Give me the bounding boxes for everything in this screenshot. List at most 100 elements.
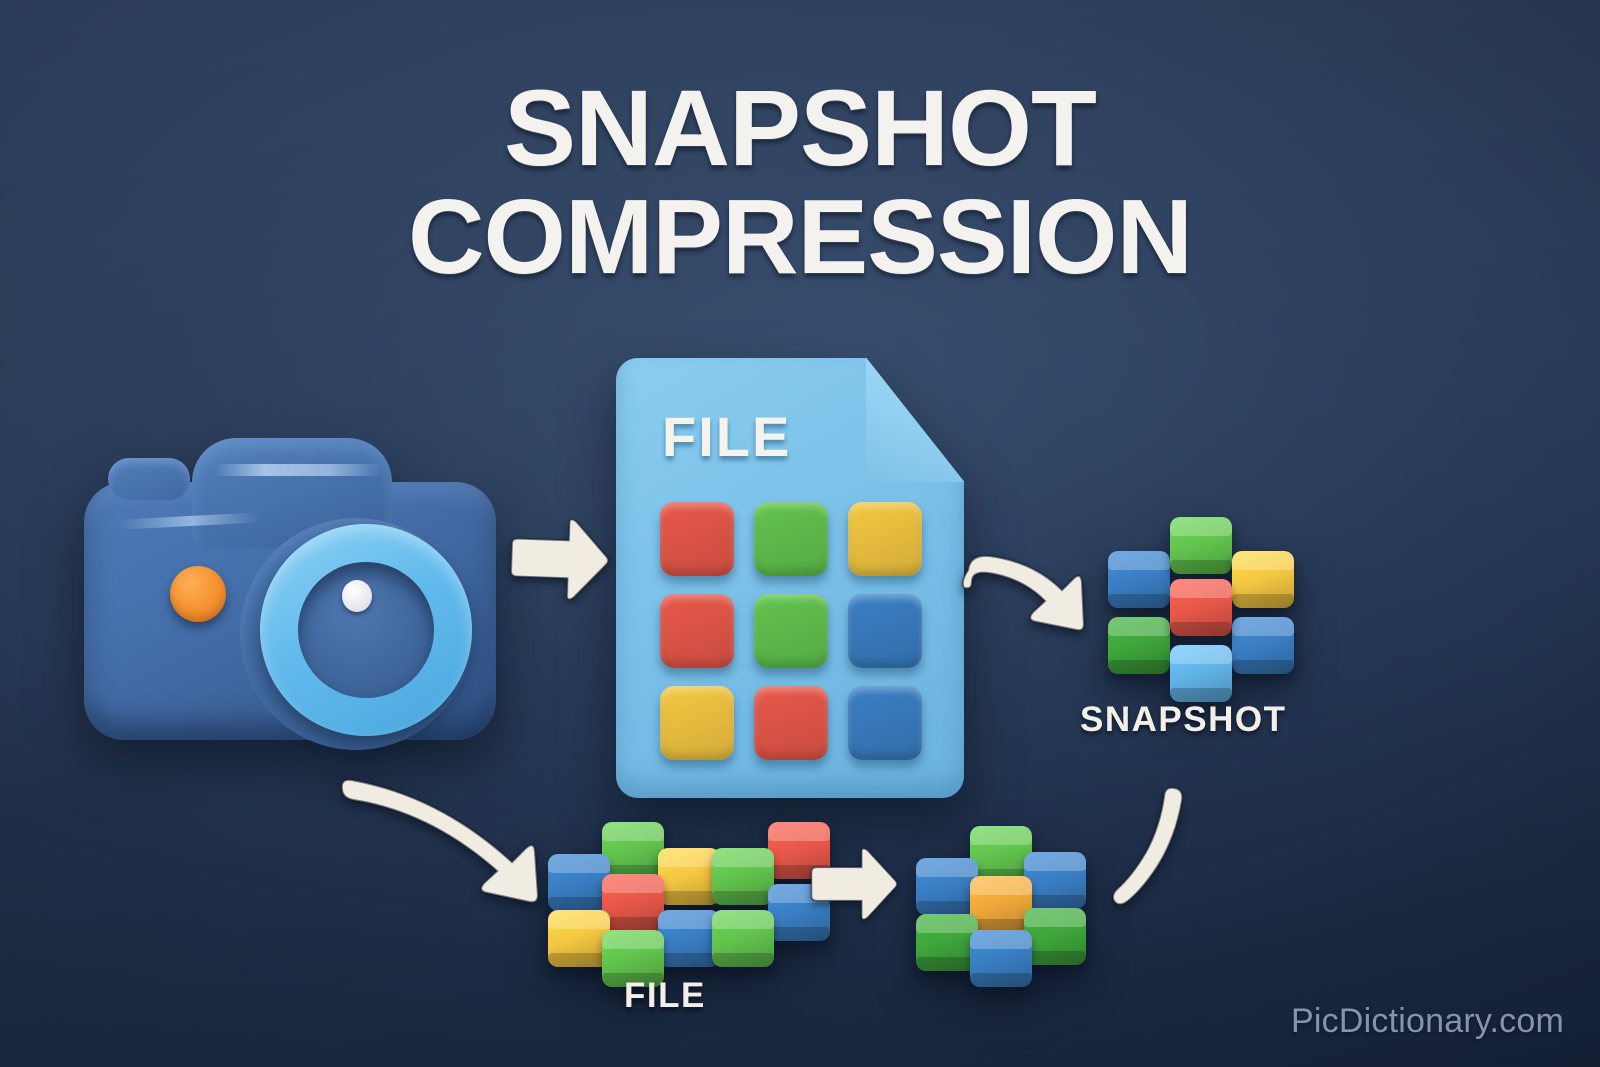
- cube-top-face: [1170, 579, 1232, 599]
- cube-side-face: [1170, 560, 1232, 574]
- cube-top-face: [602, 874, 664, 894]
- cube-block: [1170, 579, 1232, 636]
- file-document-label: FILE: [662, 405, 792, 468]
- cube-block: [970, 930, 1032, 987]
- cube-block: [768, 884, 830, 941]
- cube-side-face: [916, 901, 978, 915]
- file-grid-cell: [848, 686, 922, 760]
- title-line-2: COMPRESSION: [407, 178, 1193, 297]
- cube-top-face: [1024, 852, 1086, 872]
- cube-top-face: [1232, 617, 1294, 637]
- cube-block: [658, 848, 720, 905]
- cube-side-face: [602, 917, 664, 931]
- camera-icon: [72, 420, 512, 750]
- page-title: SNAPSHOT COMPRESSION: [0, 72, 1600, 292]
- camera-dial-knob: [108, 458, 190, 500]
- cube-side-face: [1232, 594, 1294, 608]
- cube-side-face: [548, 953, 610, 967]
- cube-block: [602, 822, 664, 879]
- cube-side-face: [970, 919, 1032, 933]
- cube-side-face: [1024, 951, 1086, 965]
- title-line-1: SNAPSHOT: [503, 67, 1097, 188]
- cube-side-face: [1232, 660, 1294, 674]
- cube-top-face: [1108, 551, 1170, 571]
- cube-top-face: [602, 930, 664, 950]
- snapshot-cube-cluster: [1098, 505, 1298, 705]
- camera-shutter-button: [170, 566, 226, 622]
- cube-block: [916, 858, 978, 915]
- cube-block: [548, 854, 610, 911]
- camera-highlight-top: [214, 464, 382, 476]
- file-grid-cell: [754, 686, 828, 760]
- file-document-color-grid: [660, 502, 922, 760]
- arrow-file-cluster-to-compressed-icon: [810, 847, 898, 921]
- file-grid-cell: [848, 502, 922, 576]
- cube-side-face: [1108, 660, 1170, 674]
- cube-block: [916, 914, 978, 971]
- cube-side-face: [1108, 594, 1170, 608]
- cube-block: [658, 910, 720, 967]
- cube-top-face: [548, 854, 610, 874]
- cube-side-face: [916, 957, 978, 971]
- cube-side-face: [970, 973, 1032, 987]
- cube-side-face: [1024, 895, 1086, 909]
- snapshot-label: SNAPSHOT: [1080, 700, 1287, 739]
- file-grid-cell: [660, 686, 734, 760]
- cube-top-face: [712, 848, 774, 868]
- cube-side-face: [712, 891, 774, 905]
- cube-block: [602, 930, 664, 987]
- cube-side-face: [768, 927, 830, 941]
- camera-lens-highlight-dot: [342, 580, 372, 612]
- file-grid-cell: [660, 502, 734, 576]
- file-grid-cell: [848, 594, 922, 668]
- cube-top-face: [602, 822, 664, 842]
- watermark: PicDictionary.com: [1291, 1002, 1564, 1040]
- cube-top-face: [1170, 645, 1232, 665]
- cube-block: [1170, 645, 1232, 702]
- cube-top-face: [916, 914, 978, 934]
- file-grid-cell: [754, 502, 828, 576]
- file-cube-cluster: [542, 812, 842, 987]
- cube-block: [1108, 551, 1170, 608]
- cube-top-face: [1108, 617, 1170, 637]
- cube-top-face: [1170, 517, 1232, 537]
- cube-top-face: [768, 822, 830, 842]
- arrow-camera-to-file-cluster-icon: [340, 778, 540, 904]
- cube-side-face: [1170, 688, 1232, 702]
- file-cluster-label: FILE: [624, 976, 706, 1015]
- cube-side-face: [548, 897, 610, 911]
- cube-block: [1232, 617, 1294, 674]
- cube-side-face: [658, 953, 720, 967]
- cube-block: [1024, 852, 1086, 909]
- cube-top-face: [1232, 551, 1294, 571]
- cube-side-face: [1170, 622, 1232, 636]
- cube-top-face: [712, 910, 774, 930]
- cube-block: [1108, 617, 1170, 674]
- cube-side-face: [712, 953, 774, 967]
- cube-side-face: [658, 891, 720, 905]
- cube-top-face: [970, 930, 1032, 950]
- cube-block: [1170, 517, 1232, 574]
- cube-block: [1024, 908, 1086, 965]
- cube-block: [602, 874, 664, 931]
- cube-block: [970, 876, 1032, 933]
- cube-top-face: [658, 848, 720, 868]
- cube-top-face: [548, 910, 610, 930]
- cube-block: [548, 910, 610, 967]
- arrow-camera-to-file-icon: [510, 518, 610, 601]
- cube-block: [712, 848, 774, 905]
- file-document-icon: FILE: [616, 358, 964, 798]
- file-grid-cell: [754, 594, 828, 668]
- cube-top-face: [970, 876, 1032, 896]
- cube-block: [970, 826, 1032, 883]
- file-grid-cell: [660, 594, 734, 668]
- cube-top-face: [658, 910, 720, 930]
- cube-side-face: [602, 973, 664, 987]
- cube-block: [712, 910, 774, 967]
- compressed-cube-cluster: [908, 818, 1088, 987]
- cube-top-face: [970, 826, 1032, 846]
- arrow-compressed-to-snapshot-icon: [1111, 786, 1184, 906]
- cube-block: [1232, 551, 1294, 608]
- cube-top-face: [1024, 908, 1086, 928]
